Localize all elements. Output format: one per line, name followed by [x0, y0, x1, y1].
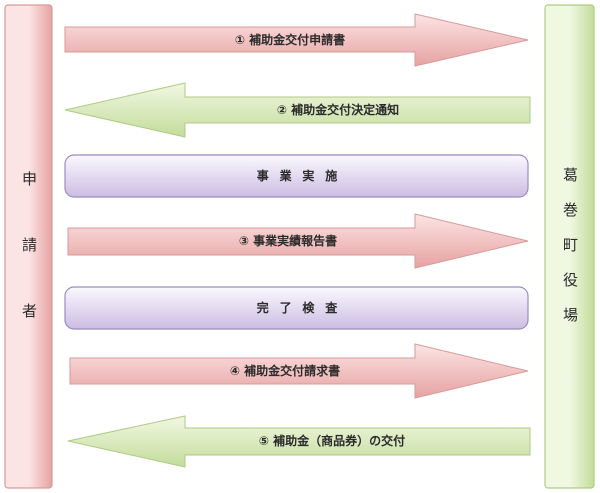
- applicant-bar: [4, 4, 53, 489]
- inspection-label: 完了検査: [256, 301, 348, 315]
- arrow-step-3: [67, 213, 529, 269]
- box-implementation: [64, 154, 529, 198]
- arrow-step-5: [67, 415, 531, 468]
- arrow-step-4: [69, 343, 529, 399]
- office-label: 葛巻町役場: [561, 167, 579, 342]
- step-3-label: ③ 事業実績報告書: [238, 234, 338, 248]
- step-4-label: ④ 補助金交付請求書: [229, 364, 341, 378]
- applicant-label: 申請者: [20, 171, 38, 369]
- arrow-step-2: [64, 82, 531, 138]
- step-2-label: ② 補助金交付決定通知: [276, 103, 400, 117]
- office-bar: [544, 4, 595, 489]
- step-1-label: ① 補助金交付申請書: [234, 33, 346, 47]
- arrow-step-1: [64, 13, 529, 67]
- step-5-label: ⑤ 補助金（商品券）の交付: [258, 434, 406, 448]
- box-inspection: [64, 286, 529, 330]
- implementation-label: 事業実施: [256, 169, 348, 183]
